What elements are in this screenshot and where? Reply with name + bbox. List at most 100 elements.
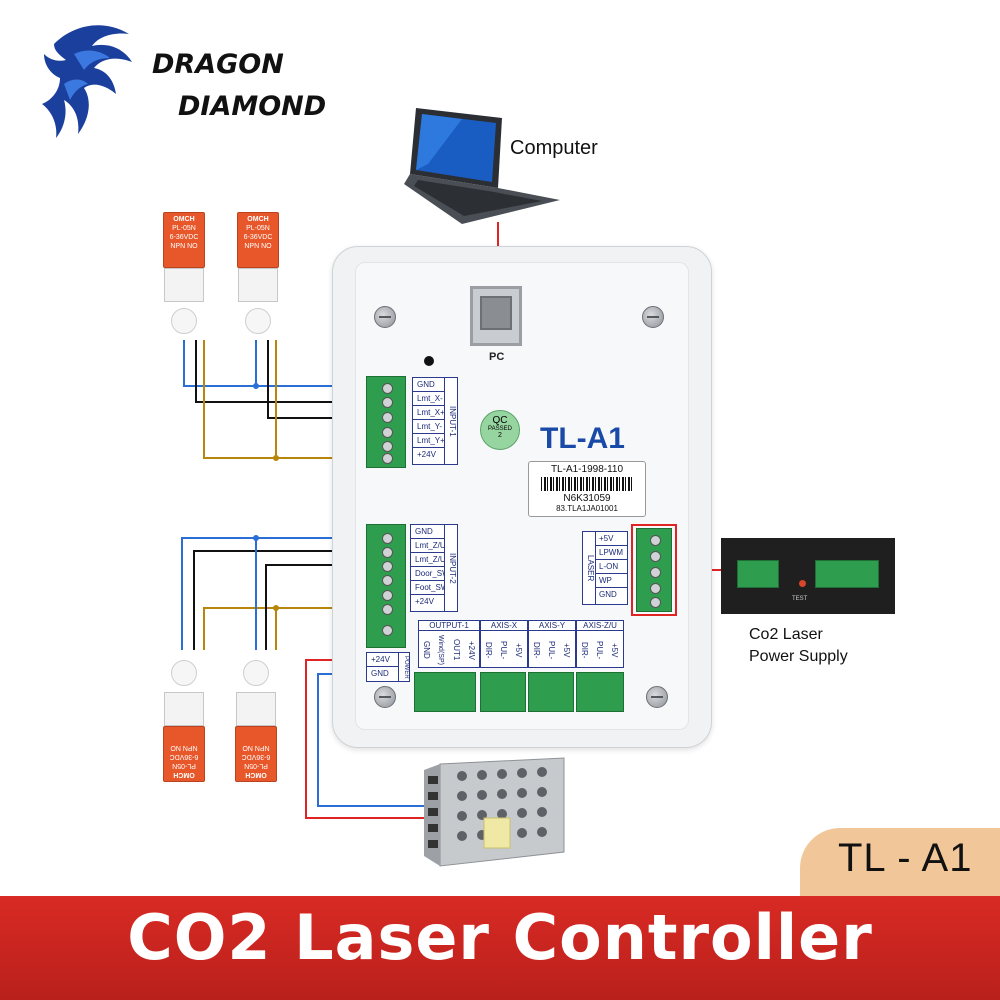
sensor-body: OMCH PL-05N 6-36VDC NPN NO [163, 212, 205, 268]
sensor-spec: 6-36VDC [243, 234, 273, 241]
power-title: POWER [398, 652, 410, 682]
qc-line-2: PASSED [488, 426, 512, 432]
axis-y-group: AXIS-Y DIR- PUL- +5V [528, 620, 576, 668]
sensor-body: OMCH PL-05N 6-36VDC NPN NO [237, 212, 279, 268]
sensor-ring [243, 660, 269, 686]
laser-pin: +5V [583, 532, 627, 546]
sensor-clamp [238, 268, 278, 302]
sensor-model: PL-05N [246, 225, 270, 232]
sensor-spec: NPN NO [170, 243, 198, 250]
screw-icon [374, 686, 396, 708]
controller-model-title: TL-A1 [540, 422, 625, 455]
model-badge-text: TL - A1 [838, 836, 973, 880]
sensor-spec: NPN NO [242, 744, 270, 751]
input2-pin: GND [411, 525, 457, 539]
sensor-model: PL-05N [172, 762, 196, 769]
power-pin: GND [371, 669, 389, 678]
input1-pin: Lmt_Y+ [413, 434, 457, 448]
sensor-clamp [236, 692, 276, 726]
sensor-model: PL-05N [172, 225, 196, 232]
screw-icon [646, 686, 668, 708]
input2-title: INPUT-2 [444, 524, 458, 612]
input1-title: INPUT-1 [444, 377, 458, 465]
output1-terminal[interactable] [414, 672, 476, 712]
qc-sticker: QC PASSED 2 [480, 410, 520, 450]
sensor-brand: OMCH [173, 771, 195, 778]
axis-zu-pin: DIR- [580, 641, 589, 659]
computer-label: Computer [510, 137, 598, 159]
pc-usb-port-inner [480, 296, 512, 330]
sensor-brand: OMCH [173, 216, 195, 223]
limit-sensor: OMCH PL-05N 6-36VDC NPN NO [232, 642, 280, 782]
input1-terminal[interactable] [366, 376, 406, 468]
axis-y-pin: PUL- [547, 640, 556, 660]
input1-pin: +24V [417, 450, 436, 459]
brand-line-1: DRAGON [152, 49, 284, 80]
axis-x-pin: DIR- [484, 641, 493, 659]
sensor-ring [245, 308, 271, 334]
sensor-brand: OMCH [247, 216, 269, 223]
input2-terminal[interactable] [366, 524, 406, 648]
brand-logo [34, 14, 154, 164]
axis-y-pin: +5V [562, 642, 571, 658]
output1-pin: +24V [467, 640, 476, 660]
banner-title: CO2 Laser Controller [127, 901, 873, 974]
sensor-spec: 6-36VDC [169, 753, 199, 760]
sticker-line-2: N6K31059 [563, 493, 611, 504]
sensor-ring [171, 308, 197, 334]
axis-y-title: AXIS-Y [529, 621, 575, 631]
brand-line-2: DIAMOND [178, 91, 327, 122]
psu-test-label: TEST [792, 596, 808, 602]
laser-pin: L-ON [583, 560, 627, 574]
output1-pin: OUT1 [452, 639, 461, 661]
axis-x-title: AXIS-X [481, 621, 527, 631]
laser-highlight-box [631, 524, 677, 616]
sensor-model: PL-05N [244, 762, 268, 769]
laser-psu-photo: TEST [721, 538, 895, 614]
laser-pin: LPWM [583, 546, 627, 560]
screw-icon [374, 306, 396, 328]
psu-terminal-right [815, 560, 879, 588]
output-axis-panel: OUTPUT-1 GND Wind(SP) OUT1 +24V AXIS-X D… [418, 620, 626, 672]
sticker-line-1: TL-A1-1998-110 [550, 464, 624, 475]
sensor-body: OMCH PL-05N 6-36VDC NPN NO [235, 726, 277, 782]
output1-pin: Wind(SP) [437, 635, 444, 665]
input1-pin: Lmt_X- [413, 392, 457, 406]
sensor-brand: OMCH [245, 771, 267, 778]
barcode [541, 477, 633, 491]
qc-line-3: 2 [498, 432, 502, 439]
model-badge [800, 828, 1000, 896]
axis-x-terminal[interactable] [480, 672, 526, 712]
input1-pin: GND [413, 378, 457, 392]
sticker-line-3: 83.TLA1JA01001 [556, 504, 618, 513]
laser-pin: GND [599, 590, 617, 599]
laser-pin: WP [583, 574, 627, 588]
pc-port-label: PC [489, 351, 505, 363]
indicator-led [424, 356, 434, 366]
axis-zu-terminal[interactable] [576, 672, 624, 712]
screw-icon [642, 306, 664, 328]
laser-title: LASER [582, 531, 596, 605]
sensor-clamp [164, 268, 204, 302]
input2-pin: Lmt_Z/U+ [411, 553, 457, 567]
input1-pin: Lmt_X+ [413, 406, 457, 420]
psu-test-button [799, 580, 806, 587]
input1-pin: Lmt_Y- [413, 420, 457, 434]
axis-zu-title: AXIS-Z/U [577, 621, 623, 631]
sensor-spec: 6-36VDC [169, 234, 199, 241]
output1-group: OUTPUT-1 GND Wind(SP) OUT1 +24V [418, 620, 480, 668]
sensor-clamp [164, 692, 204, 726]
output1-pin: GND [422, 641, 431, 659]
limit-sensor: OMCH PL-05N 6-36VDC NPN NO [234, 212, 282, 352]
axis-zu-pin: +5V [610, 642, 619, 658]
laser-terminal[interactable] [636, 528, 672, 612]
power-supply-24v [422, 756, 568, 868]
sensor-body: OMCH PL-05N 6-36VDC NPN NO [163, 726, 205, 782]
input2-pin: Lmt_Z/U- [411, 539, 457, 553]
laptop-icon [402, 104, 562, 226]
sensor-spec: 6-36VDC [241, 753, 271, 760]
input2-pin: Foot_SW [411, 581, 457, 595]
input2-pin: +24V [415, 597, 434, 606]
sensor-spec: NPN NO [244, 243, 272, 250]
axis-y-terminal[interactable] [528, 672, 574, 712]
